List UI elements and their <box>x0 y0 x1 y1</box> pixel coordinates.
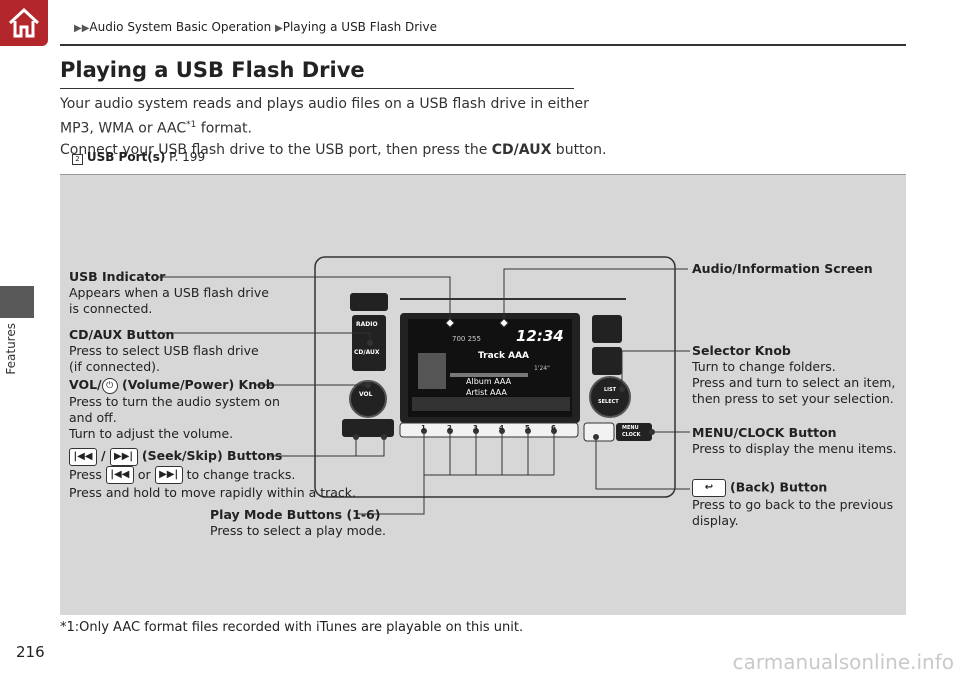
seek-forward-icon: ▶▶| <box>154 466 183 484</box>
callout-screen: Audio/Information Screen <box>692 261 873 277</box>
phone-button <box>592 315 622 343</box>
section-tab[interactable] <box>0 286 34 318</box>
callout-title: Selector Knob <box>692 343 791 358</box>
callout-back: ↩ (Back) Button Press to go back to the … <box>692 479 893 529</box>
seek-forward-icon: ▶▶| <box>109 447 138 466</box>
callout-title: (Seek/Skip) Buttons <box>137 448 283 463</box>
callout-desc: Press and turn to select an item, <box>692 375 896 390</box>
callout-title: Audio/Information Screen <box>692 261 873 276</box>
callout-volume: VOL/⏻ (Volume/Power) Knob Press to turn … <box>69 377 280 442</box>
callout-title: MENU/CLOCK Button <box>692 425 837 440</box>
reference-label: USB Port(s) <box>86 150 166 164</box>
callout-title: (Volume/Power) Knob <box>117 377 275 392</box>
radio-button-label[interactable]: RADIO <box>356 321 378 328</box>
callout-desc: Press to select a play mode. <box>210 523 387 538</box>
menu-button-label[interactable]: MENU <box>622 425 639 431</box>
callout-desc: Press to select USB flash drive <box>69 343 259 358</box>
menu-clock-button <box>616 423 652 441</box>
preset-button-6[interactable]: 6 <box>551 424 556 432</box>
callout-title: VOL/ <box>69 377 102 392</box>
screen-clock: 12:34 <box>516 327 564 345</box>
callout-seek: |◀◀ / ▶▶| (Seek/Skip) Buttons Press |◀◀ … <box>69 447 357 500</box>
home-icon <box>8 7 40 38</box>
reference-page: P. 199 <box>169 150 206 164</box>
callout-title: USB Indicator <box>69 269 166 284</box>
power-icon: ⏻ <box>101 377 118 394</box>
audio-unit-figure: RADIO CD/AUX 12:34 700 255 Track AAA 1'2… <box>60 174 906 615</box>
callout-desc: Press to go back to the previous <box>692 497 894 512</box>
callout-desc: Press <box>69 466 106 482</box>
select-label: SELECT <box>598 399 619 405</box>
callout-desc: Press and hold to move rapidly within a … <box>69 485 357 500</box>
home-button[interactable] <box>0 0 48 46</box>
footnote: *1:Only AAC format files recorded with i… <box>60 620 524 635</box>
page-number: 216 <box>16 643 45 661</box>
callout-desc: display. <box>692 513 739 528</box>
callout-title: CD/AUX Button <box>69 327 175 342</box>
screen-time: 1'24" <box>534 365 550 372</box>
callout-title: Play Mode Buttons (1-6) <box>210 507 381 522</box>
watermark: carmanualsonline.info <box>732 650 954 674</box>
callout-desc: is connected. <box>69 301 153 316</box>
seek-back-icon: |◀◀ <box>69 447 97 466</box>
breadcrumb-item[interactable]: Playing a USB Flash Drive <box>282 20 437 34</box>
breadcrumb-arrow-icon: ▶ <box>275 23 283 34</box>
section-label: Features <box>4 323 18 375</box>
intro-text: Your audio system reads and plays audio … <box>60 94 620 161</box>
callout-desc: Turn to change folders. <box>692 359 836 374</box>
breadcrumb-item[interactable]: Audio System Basic Operation <box>89 20 272 34</box>
callout-usb-indicator: USB Indicator Appears when a USB flash d… <box>69 269 269 317</box>
seek-back-icon: |◀◀ <box>105 466 134 484</box>
footnote-ref[interactable]: *1 <box>186 120 197 130</box>
callout-desc: then press to set your selection. <box>692 391 894 406</box>
title-divider <box>60 88 574 89</box>
list-label: LIST <box>604 387 617 393</box>
screen-artist: Artist AAA <box>466 388 507 397</box>
callout-play-mode: Play Mode Buttons (1-6) Press to select … <box>210 507 386 539</box>
callout-desc: Press to turn the audio system on <box>69 393 280 409</box>
cross-reference[interactable]: 2 USB Port(s) P. 199 <box>72 150 205 165</box>
back-icon: ↩ <box>692 479 726 497</box>
screen-album: Album AAA <box>466 377 512 386</box>
callout-menu-clock: MENU/CLOCK Button Press to display the m… <box>692 425 897 457</box>
clock-button-label[interactable]: CLOCK <box>622 432 641 438</box>
preset-button-2[interactable]: 2 <box>447 424 452 432</box>
callout-desc: Appears when a USB flash drive <box>69 285 269 300</box>
selector-knob <box>589 376 631 418</box>
callout-selector: Selector Knob Turn to change folders. Pr… <box>692 343 895 407</box>
audio-unit-diagram <box>158 256 690 515</box>
breadcrumb: ▶▶Audio System Basic Operation ▶Playing … <box>74 20 437 34</box>
callout-desc: or <box>133 466 155 482</box>
callout-cdaux: CD/AUX Button Press to select USB flash … <box>69 327 259 375</box>
cdaux-emphasis: CD/AUX <box>491 141 552 158</box>
intro-para2-end: button. <box>551 141 607 158</box>
intro-para1-end: format. <box>196 120 252 137</box>
callout-desc: and off. <box>69 409 117 425</box>
callout-title: (Back) Button <box>729 479 828 495</box>
back-button <box>583 422 615 442</box>
screen-folder-info: 700 255 <box>452 335 481 343</box>
hangup-button <box>592 347 622 375</box>
callout-desc: Turn to adjust the volume. <box>69 425 234 441</box>
callout-desc: to change tracks. <box>182 466 296 482</box>
preset-button-1[interactable]: 1 <box>421 424 426 432</box>
preset-button-4[interactable]: 4 <box>499 424 504 432</box>
header-divider <box>60 44 906 46</box>
screen-track: Track AAA <box>478 351 530 361</box>
intro-para1: Your audio system reads and plays audio … <box>60 96 589 137</box>
page-title: Playing a USB Flash Drive <box>60 58 365 82</box>
intro-para2: Connect your USB flash drive to the USB … <box>60 141 492 158</box>
callout-desc: Press to display the menu items. <box>692 441 897 456</box>
preset-button-5[interactable]: 5 <box>525 424 530 432</box>
vol-knob-label[interactable]: VOL <box>359 391 373 398</box>
cdaux-button-label[interactable]: CD/AUX <box>354 349 380 356</box>
preset-button-3[interactable]: 3 <box>473 424 478 432</box>
breadcrumb-arrow-icon: ▶▶ <box>74 23 90 34</box>
brightness-button <box>350 293 388 311</box>
volume-knob <box>349 380 387 418</box>
reference-icon: 2 <box>72 154 83 165</box>
callout-desc: (if connected). <box>69 359 161 374</box>
